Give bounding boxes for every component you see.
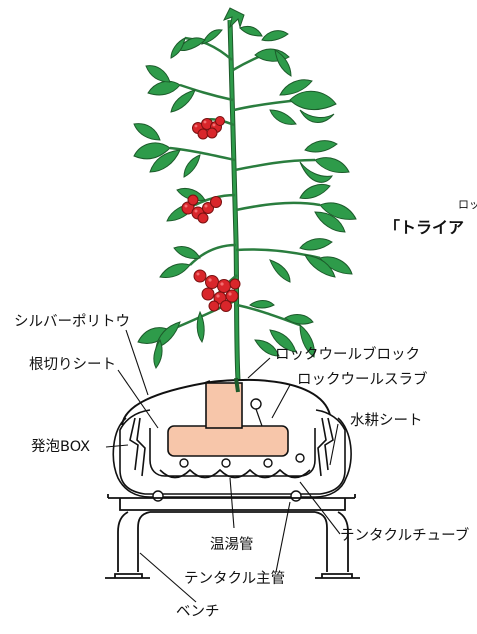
label-hot-water-pipe: 温湯管 [210,537,254,553]
label-tentacle-tube: テンタクルチューブ [340,528,470,544]
label-foam-box: 発泡BOX [31,439,91,455]
label-bench: ベンチ [176,604,220,620]
rockwool-slab [167,425,289,457]
truncated-label-top: ロッ [458,198,477,211]
silver-poly-cover [121,380,331,426]
label-root-cut-sheet: 根切りシート [29,357,116,373]
hot-water-pipes [179,453,305,468]
growing-system [112,378,352,498]
tentacle-tube-emitter [250,398,262,410]
tomato-plant [133,7,357,381]
label-rockwool-slab: ロックウールスラブ [297,372,428,388]
label-silver-poly: シルバーポリトウ [14,314,130,330]
label-hydro-sheet: 水耕シート [350,413,423,429]
leader-lines [105,329,341,603]
hydro-sheet [112,417,352,498]
label-tentacle-main-pipe: テンタクル主管 [184,571,286,587]
foam-box [119,409,346,495]
tomato-cluster-lower [193,269,241,312]
tentacle-main-pipes [152,490,302,502]
label-rockwool-block: ロックウールブロック [275,347,420,363]
tomato-cluster-middle [181,194,222,224]
tomato-cluster-upper [192,116,225,140]
truncated-title: 「トライア [384,218,465,237]
